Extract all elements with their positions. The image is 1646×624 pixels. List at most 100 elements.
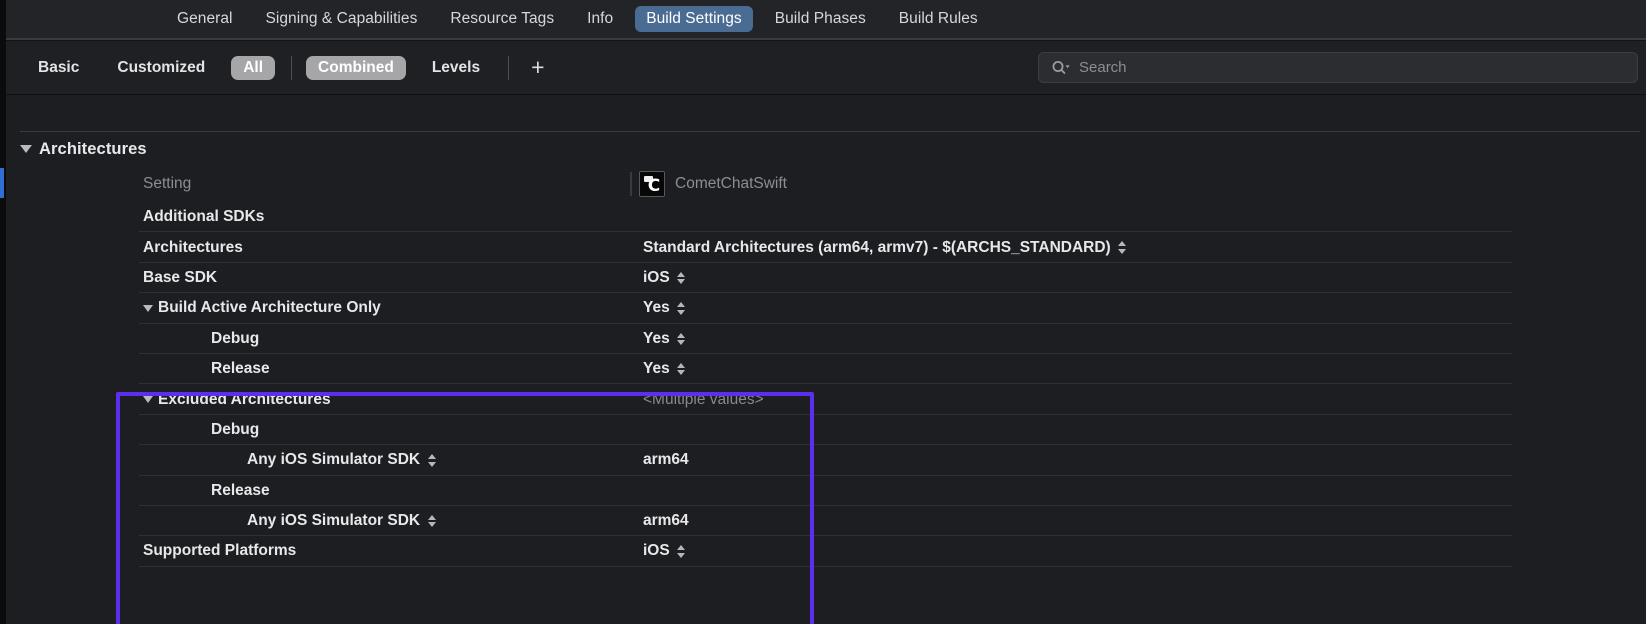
table-row[interactable]: Debug Yes: [6, 324, 1646, 354]
settings-table: Architectures Setting C CometChatSwift A…: [6, 95, 1646, 624]
filter-bar-bottom-divider: [6, 94, 1646, 95]
setting-name-cell: Excluded Architectures: [143, 391, 331, 409]
stepper-icon[interactable]: [677, 269, 686, 286]
column-separator: [630, 171, 632, 196]
table-row[interactable]: Any iOS Simulator SDK arm64: [6, 445, 1646, 476]
setting-value-label: Yes: [643, 360, 670, 378]
section-top-divider: [20, 131, 1640, 132]
setting-value-cell[interactable]: iOS: [643, 269, 686, 287]
setting-value-cell[interactable]: arm64: [643, 512, 689, 530]
app-target-icon: C: [639, 170, 665, 197]
table-row[interactable]: Release Yes: [6, 354, 1646, 385]
setting-name-label: Debug: [211, 420, 260, 438]
settings-rows: Setting C CometChatSwift Additional SDKs…: [6, 165, 1646, 567]
stepper-icon[interactable]: [677, 300, 686, 317]
table-row[interactable]: Any iOS Simulator SDK arm64: [6, 506, 1646, 537]
target-column-header[interactable]: C CometChatSwift: [630, 170, 787, 197]
setting-value-cell[interactable]: Yes: [643, 360, 686, 378]
table-row[interactable]: Additional SDKs: [6, 202, 1646, 233]
setting-value-cell[interactable]: <Multiple values>: [643, 391, 764, 409]
filter-all[interactable]: All: [231, 55, 276, 80]
setting-value-cell[interactable]: Standard Architectures (arm64, armv7) - …: [643, 239, 1127, 257]
build-settings-filter-bar: Basic Customized All Combined Levels +: [6, 41, 1646, 94]
tab-bar-divider: [6, 38, 1646, 40]
setting-name-cell: Base SDK: [143, 269, 217, 287]
setting-value-cell[interactable]: arm64: [643, 451, 689, 469]
filter-customized[interactable]: Customized: [117, 58, 206, 76]
disclosure-triangle-icon[interactable]: [143, 304, 153, 312]
disclosure-triangle-icon[interactable]: [20, 145, 32, 153]
tab-build-rules[interactable]: Build Rules: [898, 10, 978, 27]
stepper-icon[interactable]: [1118, 239, 1127, 256]
filter-basic[interactable]: Basic: [38, 58, 80, 76]
setting-name-cell: Build Active Architecture Only: [143, 299, 381, 317]
setting-name-cell: Debug: [211, 421, 259, 439]
tab-signing-capabilities[interactable]: Signing & Capabilities: [265, 10, 418, 27]
setting-value-label: <Multiple values>: [643, 390, 764, 408]
search-icon[interactable]: [1051, 60, 1070, 75]
setting-column-label: Setting: [143, 174, 192, 192]
row-divider: [139, 383, 1512, 385]
setting-name-cell: Any iOS Simulator SDK: [247, 451, 436, 469]
setting-value-label: iOS: [643, 542, 670, 560]
setting-value-cell[interactable]: Yes: [643, 330, 686, 348]
setting-name-cell: Supported Platforms: [143, 542, 296, 560]
setting-value-label: arm64: [643, 512, 689, 530]
filter-group-divider: [291, 55, 293, 80]
setting-name-cell: Debug: [211, 330, 259, 348]
setting-value-cell[interactable]: Yes: [643, 299, 686, 317]
editor-tab-bar: General Signing & Capabilities Resource Ta…: [6, 0, 1646, 38]
setting-name-label: Debug: [211, 329, 260, 347]
setting-name-label: Additional SDKs: [143, 208, 265, 226]
table-row[interactable]: Debug: [6, 415, 1646, 446]
table-row[interactable]: Base SDK iOS: [6, 263, 1646, 294]
row-divider: [139, 474, 1512, 476]
disclosure-triangle-icon[interactable]: [143, 396, 153, 404]
add-setting-button[interactable]: +: [531, 54, 545, 80]
setting-name-label: Any iOS Simulator SDK: [247, 512, 421, 530]
selection-accent-bar: [0, 168, 4, 198]
setting-name-label: Build Active Architecture Only: [158, 299, 381, 317]
tab-general[interactable]: General: [177, 10, 233, 27]
tab-bar-divider-shadow: [6, 40, 1646, 41]
stepper-icon[interactable]: [677, 543, 686, 560]
table-row[interactable]: Release: [6, 476, 1646, 506]
filter-levels[interactable]: Levels: [431, 58, 481, 76]
search-field[interactable]: Search: [1038, 52, 1638, 83]
table-row[interactable]: Supported Platforms iOS: [6, 536, 1646, 567]
stepper-icon[interactable]: [427, 452, 436, 469]
tab-build-settings[interactable]: Build Settings: [635, 6, 753, 32]
setting-name-label: Release: [211, 360, 270, 378]
tab-build-phases[interactable]: Build Phases: [774, 10, 866, 27]
row-divider: [139, 444, 1512, 446]
stepper-icon[interactable]: [427, 513, 436, 530]
row-divider: [139, 292, 1512, 294]
stepper-icon[interactable]: [677, 361, 686, 378]
row-divider: [139, 322, 1512, 324]
setting-name-label: Architectures: [143, 238, 243, 256]
setting-value-cell[interactable]: iOS: [643, 542, 686, 560]
setting-value-label: iOS: [643, 268, 670, 286]
setting-value-label: Standard Architectures (arm64, armv7) - …: [643, 238, 1111, 256]
setting-value-label: arm64: [643, 451, 689, 469]
window-left-edge: [0, 0, 6, 624]
table-row[interactable]: Architectures Standard Architectures (arm…: [6, 232, 1646, 263]
filter-add-divider: [508, 55, 510, 80]
setting-name-label: Release: [211, 481, 270, 499]
section-header-architectures[interactable]: Architectures: [20, 138, 147, 160]
table-row[interactable]: Excluded Architectures <Multiple values>: [6, 384, 1646, 415]
stepper-icon[interactable]: [677, 330, 686, 347]
target-name-label: CometChatSwift: [675, 174, 787, 192]
setting-name-cell: Release: [211, 482, 270, 500]
row-divider: [139, 504, 1512, 506]
app-target-icon-letter: C: [647, 175, 661, 196]
table-row[interactable]: Build Active Architecture Only Yes: [6, 293, 1646, 324]
row-divider: [139, 231, 1512, 233]
tab-info[interactable]: Info: [587, 10, 614, 27]
setting-name-label: Supported Platforms: [143, 542, 297, 560]
filter-combined[interactable]: Combined: [306, 55, 406, 80]
setting-name-cell: Release: [211, 360, 270, 378]
setting-value-label: Yes: [643, 299, 670, 317]
tab-resource-tags[interactable]: Resource Tags: [450, 10, 555, 27]
